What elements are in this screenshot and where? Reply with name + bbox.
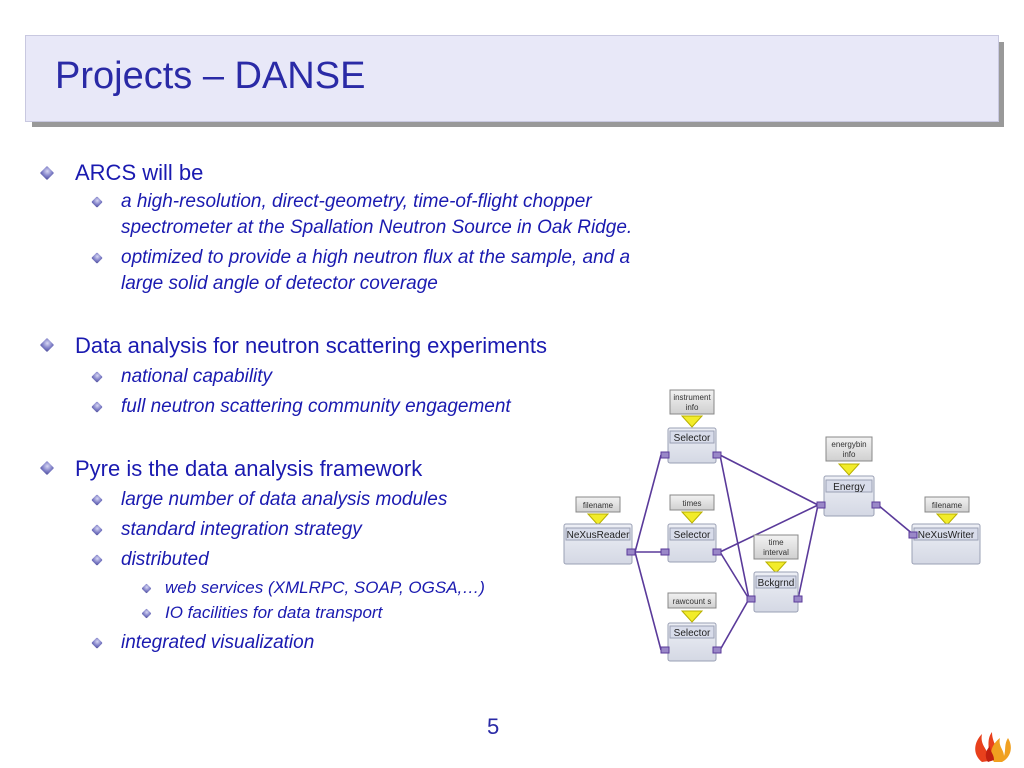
bullet-icon — [39, 337, 55, 353]
bullet-icon — [39, 460, 55, 476]
port — [712, 451, 722, 459]
port — [746, 595, 756, 603]
tag-label: energybin — [831, 440, 866, 449]
arrow-icon — [680, 610, 704, 623]
data-sub-2: full neutron scattering community engage… — [121, 396, 511, 417]
arcs-sub-2-line-1: optimized to provide a high neutron flux… — [121, 247, 631, 268]
pyre-sub-1: large number of data analysis modules — [121, 489, 448, 510]
tag-rawcounts: rawcount s — [667, 592, 717, 623]
wire — [719, 454, 750, 600]
node-nexus-writer[interactable]: NeXusWriter — [908, 523, 981, 565]
node-bckgrnd[interactable]: Bckgrnd — [746, 571, 803, 613]
bullet-icon — [91, 554, 103, 566]
tag-label: info — [843, 450, 856, 459]
tag-label: time — [768, 538, 784, 547]
node-label: NeXusWriter — [918, 530, 975, 541]
bullet-icon — [141, 608, 152, 619]
wire — [634, 551, 662, 651]
flame-logo-icon — [975, 732, 1011, 762]
tag-label: filename — [583, 501, 614, 510]
arrow-icon — [680, 511, 704, 524]
arrow-icon — [680, 415, 704, 428]
port — [816, 501, 826, 509]
wire — [877, 504, 915, 536]
wire — [719, 598, 750, 651]
tag-energybin-info: energybin info — [825, 436, 873, 476]
bullet-icon — [91, 524, 103, 536]
port — [908, 531, 918, 539]
arcs-sub-1-line-2: spectrometer at the Spallation Neutron S… — [121, 217, 633, 238]
tag-label: times — [682, 499, 701, 508]
wire — [719, 551, 750, 600]
port — [712, 548, 722, 556]
port — [712, 646, 722, 654]
pyre-sub-3: distributed — [121, 549, 209, 570]
title-box: Projects – DANSE — [25, 35, 999, 122]
port — [871, 501, 881, 509]
data-sub-1: national capability — [121, 366, 273, 387]
bullet-pyre: Pyre is the data analysis framework — [75, 456, 423, 481]
arrow-icon — [586, 513, 610, 526]
tag-times: times — [669, 494, 715, 524]
tag-label: interval — [763, 548, 789, 557]
wire — [797, 504, 819, 600]
slide-title: Projects – DANSE — [55, 55, 366, 97]
arrow-icon — [764, 561, 788, 574]
pyre-sub-2: standard integration strategy — [121, 519, 362, 540]
wires — [634, 454, 915, 651]
wire — [634, 454, 662, 553]
wire — [719, 454, 819, 506]
node-label: Selector — [674, 628, 711, 639]
distributed-sub-1: web services (XMLRPC, SOAP, OGSA,…) — [165, 578, 485, 597]
node-label: NeXusReader — [567, 530, 630, 541]
bullet-icon — [141, 583, 152, 594]
tag-label: info — [686, 403, 699, 412]
port — [793, 595, 803, 603]
distributed-sub-2: IO facilities for data transport — [165, 603, 383, 622]
node-label: Selector — [674, 530, 711, 541]
bullet-icon — [91, 371, 103, 383]
node-label: Selector — [674, 433, 711, 444]
arrow-icon — [935, 513, 959, 526]
node-nexus-reader[interactable]: NeXusReader — [563, 523, 636, 565]
port — [660, 451, 670, 459]
node-label: Bckgrnd — [758, 578, 795, 589]
tag-label: instrument — [673, 393, 711, 402]
bullet-data-analysis: Data analysis for neutron scattering exp… — [75, 333, 548, 358]
node-selector-2[interactable]: Selector — [660, 523, 722, 563]
port — [660, 548, 670, 556]
tag-filename-left: filename — [575, 496, 621, 526]
pyre-dataflow-diagram: instrument info times rawcount s filenam… — [563, 389, 981, 662]
node-selector-3[interactable]: Selector — [660, 622, 722, 662]
bullet-arcs: ARCS will be — [75, 160, 204, 185]
tag-label: filename — [932, 501, 963, 510]
tag-label: rawcount s — [673, 597, 712, 606]
tag-instrument-info: instrument info — [669, 389, 715, 428]
bullet-icon — [91, 637, 103, 649]
tag-time-interval: time interval — [753, 534, 799, 574]
bullet-icon — [91, 401, 103, 413]
page-number: 5 — [487, 714, 500, 739]
node-label: Energy — [833, 482, 865, 493]
wire — [719, 504, 819, 553]
node-selector-1[interactable]: Selector — [660, 427, 722, 464]
bullet-icon — [91, 494, 103, 506]
tag-filename-right: filename — [924, 496, 970, 526]
pyre-sub-4: integrated visualization — [121, 632, 315, 653]
arcs-sub-1-line-1: a high-resolution, direct-geometry, time… — [121, 191, 592, 212]
port — [660, 646, 670, 654]
port — [626, 548, 636, 556]
arrow-icon — [837, 463, 861, 476]
arcs-sub-2-line-2: large solid angle of detector coverage — [121, 273, 438, 294]
bullet-icon — [91, 252, 103, 264]
bullet-icon — [91, 196, 103, 208]
node-energy[interactable]: Energy — [816, 475, 881, 517]
bullet-icon — [39, 165, 55, 181]
